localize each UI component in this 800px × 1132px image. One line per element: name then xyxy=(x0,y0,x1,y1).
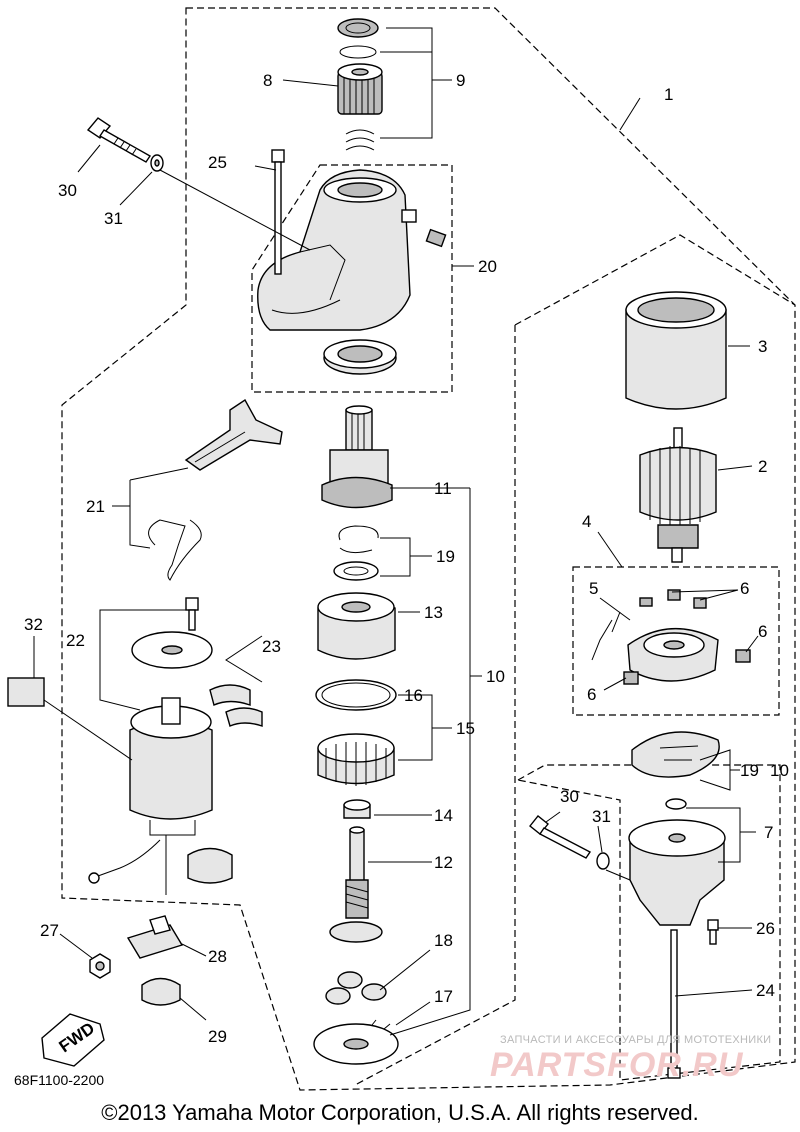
part-26-screw xyxy=(707,919,719,945)
part-19-clip-center xyxy=(338,525,379,554)
callout-29: 29 xyxy=(208,1027,227,1046)
part-15-internal-gear xyxy=(317,733,395,786)
part-18-planet-gears xyxy=(325,971,387,1005)
callout-5: 5 xyxy=(589,579,598,598)
callout-31b: 31 xyxy=(592,807,611,826)
part-23-seal-pieces xyxy=(209,684,263,727)
part-29-cap xyxy=(141,977,181,1006)
callout-20: 20 xyxy=(478,257,497,276)
callout-2: 2 xyxy=(758,457,767,476)
callout-32: 32 xyxy=(24,615,43,634)
callout-18: 18 xyxy=(434,931,453,950)
callout-30a: 30 xyxy=(58,181,77,200)
callout-8: 8 xyxy=(263,71,272,90)
leader-lines xyxy=(33,27,759,1036)
part-22-solenoid xyxy=(88,697,213,895)
callout-1: 1 xyxy=(664,85,673,104)
part-19-washer-center-hole xyxy=(343,566,369,576)
part-28-terminal xyxy=(126,915,184,959)
callout-17: 17 xyxy=(434,987,453,1006)
callout-26: 26 xyxy=(756,919,775,938)
part-30-bolt-right xyxy=(529,815,592,859)
part-21-spring-clip xyxy=(148,519,202,581)
part-5-brush-lead xyxy=(591,597,653,661)
subassembly-10-boundary xyxy=(354,234,796,1086)
part-12-shaft xyxy=(329,826,383,943)
part-7-seal-ring xyxy=(665,798,687,810)
watermark-logo: PARTSFOR.RU xyxy=(490,1046,744,1084)
callout-10a: 10 xyxy=(486,667,505,686)
part-19-plate-right xyxy=(631,731,720,778)
part-9-retainer-hole xyxy=(345,22,371,34)
callout-24: 24 xyxy=(756,981,775,1000)
callout-22: 22 xyxy=(66,631,85,650)
callout-16: 16 xyxy=(404,686,423,705)
part-32-label xyxy=(7,677,45,707)
part-7-rear-cover xyxy=(628,819,726,926)
callout-13: 13 xyxy=(424,603,443,622)
part-9-spring xyxy=(345,129,375,151)
part-4-boundary xyxy=(572,566,780,716)
callout-6c: 6 xyxy=(587,685,596,704)
callout-11: 11 xyxy=(434,479,452,498)
part-17-plate xyxy=(313,1019,399,1065)
callout-27: 27 xyxy=(40,921,59,940)
diagram-code: 68F1100-2200 xyxy=(14,1072,105,1088)
part-22-gasket-plate xyxy=(131,631,213,669)
part-16-gasket-inner xyxy=(321,682,391,708)
callout-28: 28 xyxy=(208,947,227,966)
part-8-pinion-gear xyxy=(337,63,383,115)
part-21-shift-lever xyxy=(184,398,283,471)
part-16-gasket xyxy=(315,679,397,711)
callout-31a: 31 xyxy=(104,209,123,228)
callout-9: 9 xyxy=(456,71,465,90)
fwd-arrow: FWD xyxy=(41,1013,105,1067)
housing-bearing xyxy=(323,339,397,375)
callout-19a: 19 xyxy=(436,547,455,566)
copyright-notice: ©2013 Yamaha Motor Corporation, U.S.A. A… xyxy=(101,1100,699,1125)
part-2-armature xyxy=(639,427,717,563)
callout-14: 14 xyxy=(434,806,453,825)
callout-25: 25 xyxy=(208,153,227,172)
callout-30b: 30 xyxy=(560,787,579,806)
part-3-yoke xyxy=(625,291,727,410)
callout-15: 15 xyxy=(456,719,475,738)
part-14-bearing xyxy=(343,799,371,819)
part-20-front-housing xyxy=(257,169,447,331)
part-31-washer-right xyxy=(596,852,610,870)
part-7-boundary xyxy=(516,764,781,1081)
part-25-through-bolt xyxy=(271,149,285,275)
callout-12: 12 xyxy=(434,853,453,872)
part-9-clip xyxy=(339,45,377,59)
callout-23: 23 xyxy=(262,637,281,656)
part-6-brushes xyxy=(623,589,751,685)
callout-3: 3 xyxy=(758,337,767,356)
part-20-boundary xyxy=(251,164,453,393)
part-30-bolt-left xyxy=(86,117,152,163)
callout-21: 21 xyxy=(86,497,105,516)
part-22-screw xyxy=(185,597,199,631)
callout-19b: 19 xyxy=(740,761,759,780)
part-9-retainer xyxy=(337,18,379,38)
solenoid-boot xyxy=(187,847,233,884)
callout-4: 4 xyxy=(582,512,591,531)
part-24-long-bolt xyxy=(667,929,681,1079)
part-11-drive-pinion xyxy=(321,405,393,509)
part-4-brush-holder xyxy=(627,627,719,682)
callout-6b: 6 xyxy=(758,622,767,641)
assembly-boundary xyxy=(61,7,796,1091)
part-27-nut xyxy=(89,953,111,979)
callout-7: 7 xyxy=(764,823,773,842)
part-19-washer-center xyxy=(333,561,379,581)
watermark-tagline: ЗАПЧАСТИ И АКСЕССУАРЫ ДЛЯ МОТОТЕХНИКИ xyxy=(500,1034,772,1046)
callout-6a: 6 xyxy=(740,579,749,598)
callout-10b: 10 xyxy=(770,761,789,780)
part-13-gear-carrier xyxy=(317,592,396,660)
part-31-washer-left-hole xyxy=(154,159,160,167)
